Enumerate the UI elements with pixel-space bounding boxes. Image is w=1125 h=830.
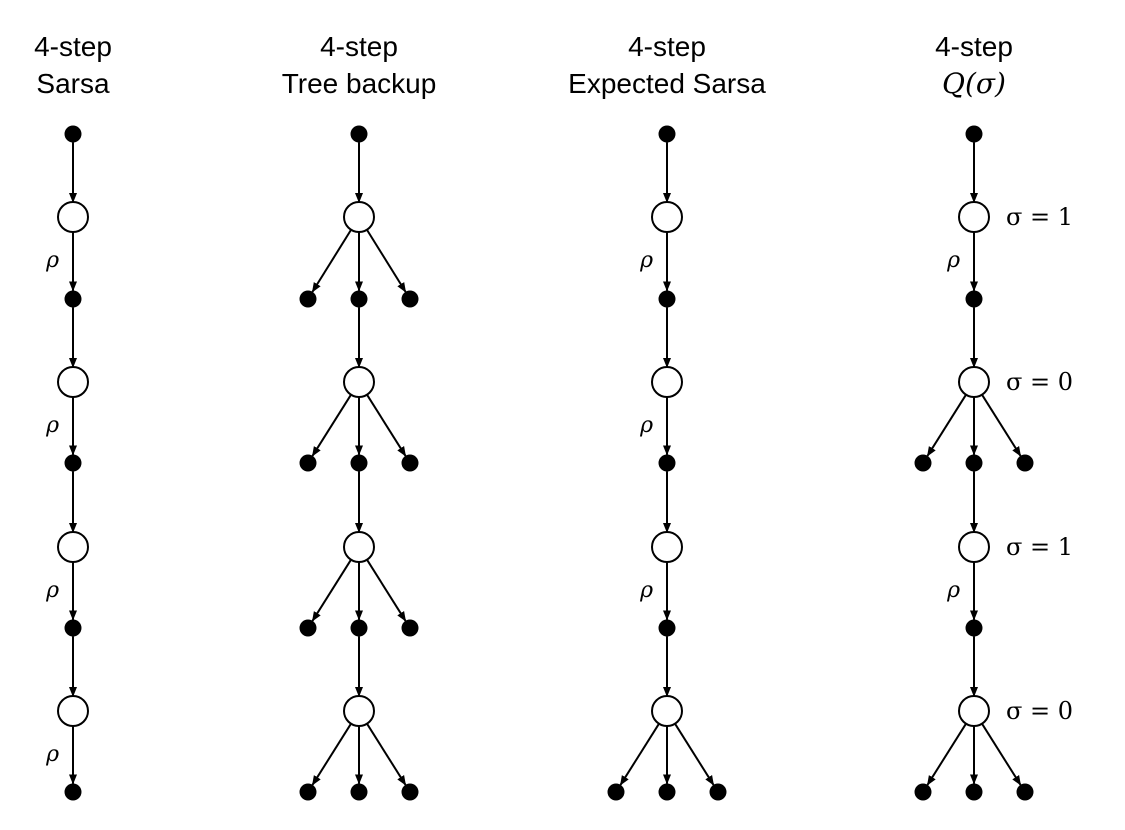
state-node: [343, 531, 375, 563]
state-node: [651, 201, 683, 233]
column-title-line1: 4-step: [935, 31, 1013, 62]
action-node-left: [299, 619, 317, 637]
action-node-left: [299, 290, 317, 308]
column-title-line1: 4-step: [320, 31, 398, 62]
state-node: [57, 201, 89, 233]
edge-to-action-left: [311, 559, 352, 622]
edge-to-action-left: [926, 723, 967, 786]
state-node: [651, 695, 683, 727]
column-title-line1: 4-step: [34, 31, 112, 62]
edge-to-action-right: [366, 723, 407, 786]
edge-to-action-left: [619, 723, 660, 786]
action-node: [64, 454, 82, 472]
state-node: [958, 531, 990, 563]
action-node: [658, 290, 676, 308]
action-node-right: [401, 619, 419, 637]
sigma-label: σ = 0: [1006, 368, 1073, 396]
rho-label: ρ: [45, 413, 59, 438]
state-node: [958, 201, 990, 233]
action-node: [965, 454, 983, 472]
edge-to-action-right: [981, 394, 1022, 457]
action-node: [658, 619, 676, 637]
action-node: [350, 619, 368, 637]
state-node: [958, 366, 990, 398]
rho-label: ρ: [639, 578, 653, 603]
action-node: [965, 619, 983, 637]
action-node-right: [401, 290, 419, 308]
sigma-label: σ = 1: [1006, 203, 1073, 231]
edge-to-action-left: [311, 229, 352, 293]
action-node: [965, 290, 983, 308]
edge-to-action-right: [981, 723, 1022, 786]
rho-label: ρ: [45, 248, 59, 273]
column-title-line2: Expected Sarsa: [568, 68, 766, 99]
state-node: [958, 695, 990, 727]
state-node: [57, 531, 89, 563]
action-node-right: [1016, 783, 1034, 801]
column-title-line2: Sarsa: [36, 68, 110, 99]
rho-label: ρ: [45, 742, 59, 767]
action-node-left: [914, 454, 932, 472]
action-node: [658, 783, 676, 801]
action-node-right: [401, 454, 419, 472]
action-node: [658, 454, 676, 472]
state-node: [343, 201, 375, 233]
state-node: [343, 695, 375, 727]
edge-to-action-left: [311, 723, 352, 786]
action-node: [350, 783, 368, 801]
state-node: [651, 366, 683, 398]
edge-to-action-right: [674, 723, 715, 786]
action-node: [965, 783, 983, 801]
rho-label: ρ: [946, 248, 960, 273]
edge-to-action-right: [366, 559, 407, 622]
edge-to-action-right: [366, 394, 407, 457]
action-node-right: [709, 783, 727, 801]
root-action-node: [658, 125, 676, 143]
column-title-line2: Tree backup: [282, 68, 437, 99]
action-node-left: [607, 783, 625, 801]
edge-to-action-left: [926, 394, 967, 457]
action-node-right: [1016, 454, 1034, 472]
edge-to-action-right: [366, 229, 407, 293]
sigma-label: σ = 1: [1006, 533, 1073, 561]
column-title-line2: Q(σ): [942, 67, 1006, 100]
column-title-line1: 4-step: [628, 31, 706, 62]
action-node-right: [401, 783, 419, 801]
action-node: [350, 290, 368, 308]
root-action-node: [965, 125, 983, 143]
state-node: [57, 695, 89, 727]
rho-label: ρ: [639, 248, 653, 273]
state-node: [343, 366, 375, 398]
state-node: [57, 366, 89, 398]
sigma-label: σ = 0: [1006, 697, 1073, 725]
rho-label: ρ: [45, 578, 59, 603]
rho-label: ρ: [946, 578, 960, 603]
action-node-left: [299, 783, 317, 801]
action-node-left: [299, 454, 317, 472]
action-node: [64, 783, 82, 801]
action-node-left: [914, 783, 932, 801]
rho-label: ρ: [639, 413, 653, 438]
action-node: [64, 290, 82, 308]
action-node: [64, 619, 82, 637]
state-node: [651, 531, 683, 563]
edge-to-action-left: [311, 394, 352, 457]
root-action-node: [350, 125, 368, 143]
action-node: [350, 454, 368, 472]
root-action-node: [64, 125, 82, 143]
